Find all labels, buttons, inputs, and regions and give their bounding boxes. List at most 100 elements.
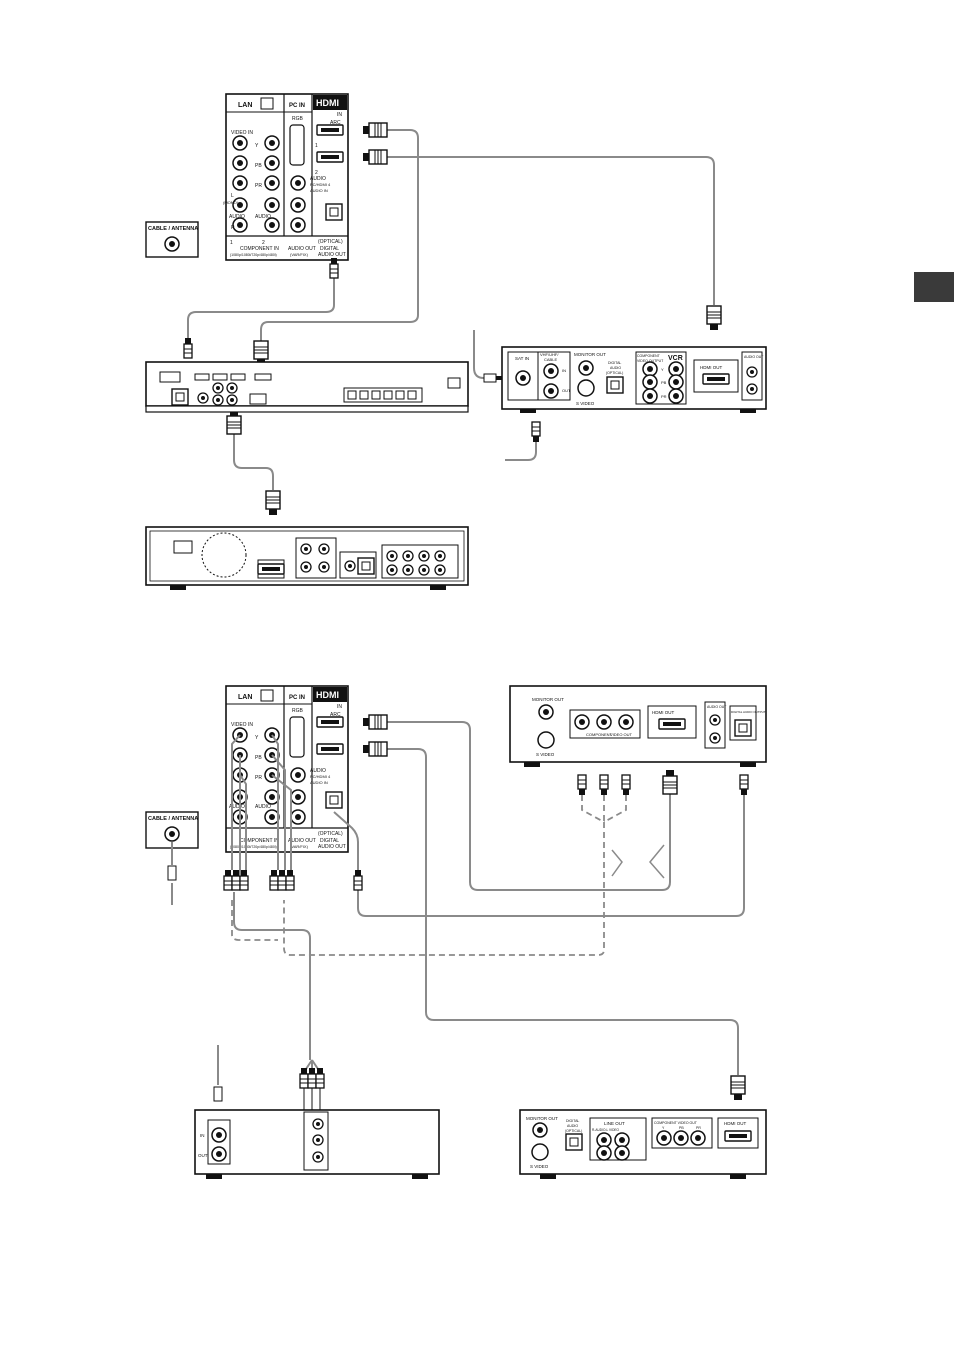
audio-out-optical-label: AUDIO OUT bbox=[318, 252, 346, 258]
sat-component: COMPONENT bbox=[637, 354, 661, 358]
optical-label-b: (OPTICAL) bbox=[318, 831, 343, 837]
pc-hdmi-label: PC/HDMI 4 bbox=[310, 182, 331, 187]
dvd-audio-out: AUDIO OUT bbox=[707, 705, 727, 709]
pc-in-label: PC IN bbox=[289, 103, 305, 109]
rgb-port bbox=[289, 124, 305, 166]
dvd-digital-audio-out: DIGITAL AUDIO OUTPUT bbox=[731, 710, 766, 714]
sat-audio: AUDIO bbox=[610, 366, 621, 370]
r-label: R bbox=[231, 225, 235, 231]
audio-in-label: AUDIO IN bbox=[310, 188, 328, 193]
sat-audio-out: AUDIO OUT bbox=[744, 355, 764, 359]
sat-out-small: OUT bbox=[562, 388, 571, 393]
sat-pr: PR bbox=[661, 394, 667, 399]
dvd-hdmi-out: HDMI OUT bbox=[652, 710, 674, 715]
comp-num-2: 2 bbox=[262, 240, 265, 246]
vcr-out: OUT bbox=[198, 1153, 208, 1158]
digital-label: DIGITAL bbox=[320, 246, 339, 252]
dvd2-audio: AUDIO bbox=[567, 1124, 578, 1128]
component-in-label-b: COMPONENT IN bbox=[240, 838, 279, 844]
hdmi-in-label: IN bbox=[337, 112, 342, 118]
component-res-label-b: (1080p/1080i/720p/480p/480i) bbox=[230, 845, 277, 849]
hdmi-logo-b: HDMI bbox=[316, 690, 339, 700]
dvd2-component-video-out: COMPONENT VIDEO OUT bbox=[654, 1121, 698, 1125]
dvd2-s-video: S VIDEO bbox=[530, 1164, 549, 1169]
video-in-label: VIDEO IN bbox=[231, 130, 253, 136]
optical-label: (OPTICAL) bbox=[318, 239, 343, 245]
comp-num-1: 1 bbox=[230, 240, 233, 246]
hdmi-in-label-b: IN bbox=[337, 704, 342, 710]
vcr-in: IN bbox=[200, 1133, 205, 1138]
audio-out-var-label-b: AUDIO OUT bbox=[288, 838, 316, 844]
hdmi-num-1: 1 bbox=[315, 143, 318, 149]
video-in-label-b: VIDEO IN bbox=[231, 722, 253, 728]
dvd2-pr: PR bbox=[696, 1126, 701, 1130]
sat-vcr: VCR bbox=[668, 355, 683, 362]
sat-s-video: S VIDEO bbox=[576, 401, 595, 406]
pb-label-b: PB bbox=[255, 755, 262, 761]
pc-audio-label-b: AUDIO bbox=[310, 768, 326, 774]
digital-label-b: DIGITAL bbox=[320, 838, 339, 844]
satellite-box-top: SAT IN VHF/UHF/ CABLE IN OUT MONITOR OUT… bbox=[501, 346, 767, 413]
sat-monitor-out: MONITOR OUT bbox=[574, 352, 606, 357]
dvd-player-right: MONITOR OUT S VIDEO COMPONENT VIDEO OUT … bbox=[509, 685, 767, 767]
vhf-uhf-label: VHF/UHF/ bbox=[540, 352, 559, 357]
component-res-label: (1080p/1080i/720p/480p/480i) bbox=[230, 253, 277, 257]
cable-antenna-label-bottom: CABLE / ANTENNA bbox=[148, 816, 198, 822]
audio-out-var-label: AUDIO OUT bbox=[288, 246, 316, 252]
dvd2-monitor-out: MONITOR OUT bbox=[526, 1116, 558, 1121]
var-fix-label: (VAR/FIX) bbox=[290, 252, 309, 257]
dashed-alt-cables bbox=[231, 795, 627, 956]
dvd2-line-out: LINE OUT bbox=[604, 1121, 625, 1126]
hdmi-port-2 bbox=[316, 151, 344, 163]
sat-pb: PB bbox=[661, 380, 667, 385]
tv-panel-bottom: LAN PC IN HDMI IN VIDEO IN RGB ARC Y PB … bbox=[225, 685, 349, 853]
dvd2-pb: PB bbox=[679, 1126, 684, 1130]
av-receiver-top bbox=[145, 361, 469, 413]
sat-video-output: VIDEO OUTPUT bbox=[637, 359, 664, 363]
cables-bottom bbox=[171, 721, 745, 1156]
audio-in-label-b: AUDIO IN bbox=[310, 780, 328, 785]
sat-digital: DIGITAL bbox=[608, 361, 621, 365]
arc-label: ARC bbox=[330, 120, 341, 126]
pb-label: PB bbox=[255, 163, 262, 169]
audio-label-b2: AUDIO bbox=[255, 804, 271, 810]
l-label: L bbox=[231, 193, 234, 199]
lan-label: LAN bbox=[238, 102, 252, 109]
var-fix-label-b: (VAR/FIX) bbox=[290, 844, 309, 849]
cable-antenna-wall-top: CABLE / ANTENNA bbox=[145, 221, 199, 258]
dvd-player-bottom: MONITOR OUT S VIDEO DIGITAL AUDIO (OPTIC… bbox=[519, 1109, 767, 1179]
y-label-b: Y bbox=[255, 735, 259, 741]
tv-panel-top: LAN PC IN HDMI IN VIDEO IN RGB ARC 1 2 Y… bbox=[223, 93, 349, 261]
cable-antenna-label-top: CABLE / ANTENNA bbox=[148, 226, 198, 232]
dvd-monitor-out: MONITOR OUT bbox=[532, 697, 564, 702]
media-device-top bbox=[145, 526, 469, 590]
mono-label: (MONO) bbox=[223, 200, 239, 205]
sat-optical: (OPTICAL) bbox=[606, 371, 623, 375]
dvd2-hdmi-out: HDMI OUT bbox=[724, 1121, 746, 1126]
lan-label-b: LAN bbox=[238, 694, 252, 701]
audio-out-optical-label-b: AUDIO OUT bbox=[318, 844, 346, 850]
sat-in-small: IN bbox=[562, 368, 566, 373]
pc-audio-label: AUDIO bbox=[310, 176, 326, 182]
section-tab-marker bbox=[914, 272, 954, 302]
rgb-label-b: RGB bbox=[292, 708, 304, 714]
chevron-mark bbox=[611, 844, 665, 879]
pc-in-label-b: PC IN bbox=[289, 695, 305, 701]
audio-label: AUDIO bbox=[229, 214, 245, 220]
rgb-label: RGB bbox=[292, 116, 304, 122]
sat-y: Y bbox=[661, 367, 664, 372]
audio-label-2: AUDIO bbox=[255, 214, 271, 220]
sat-in-label: SAT IN bbox=[515, 356, 529, 361]
hdmi-logo: HDMI bbox=[316, 98, 339, 108]
dvd2-digital: DIGITAL bbox=[566, 1119, 579, 1123]
y-label: Y bbox=[255, 143, 259, 149]
pr-label-b: PR bbox=[255, 775, 262, 781]
dvd2-line-out-sub: R-AUDIO-L VIDEO bbox=[592, 1128, 619, 1132]
cables-top bbox=[187, 129, 715, 490]
sat-hdmi-out: HDMI OUT bbox=[700, 365, 722, 370]
dvd2-optical: (OPTICAL) bbox=[565, 1129, 582, 1133]
dvd-s-video: S VIDEO bbox=[536, 752, 555, 757]
dvd-video-out: VIDEO OUT bbox=[610, 732, 633, 737]
sat-cable-label: CABLE bbox=[544, 357, 557, 362]
